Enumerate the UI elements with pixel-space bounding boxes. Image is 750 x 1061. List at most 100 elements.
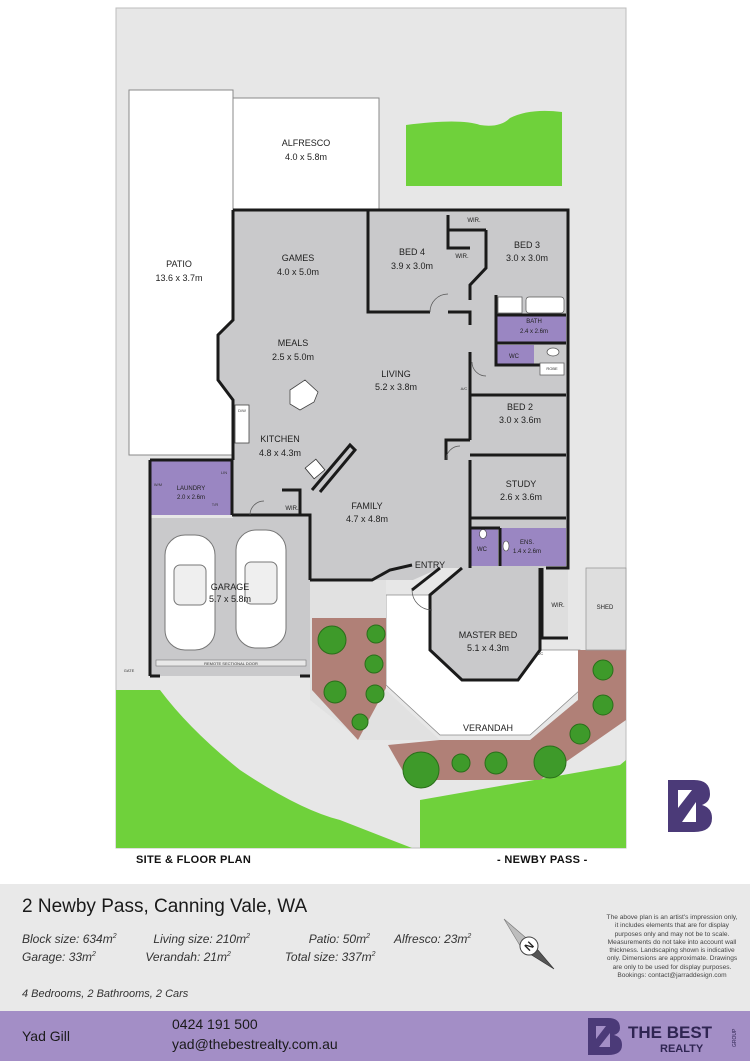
room-size-laundry: 2.0 x 2.6m xyxy=(177,495,205,501)
room-name-alfresco: ALFRESCO xyxy=(282,138,331,148)
agent-phone[interactable]: 0424 191 500 xyxy=(172,1016,258,1032)
walls xyxy=(148,208,570,682)
logo-sub: REALTY xyxy=(660,1043,704,1055)
room-size-alfresco: 4.0 x 5.8m xyxy=(285,152,327,162)
label-robe: ROBE xyxy=(546,366,558,371)
room-size-ens: 1.4 x 2.6m xyxy=(513,549,541,555)
room-name-family: FAMILY xyxy=(351,501,382,511)
room-size-kitchen: 4.8 x 4.3m xyxy=(259,448,301,458)
property-info-panel: 2 Newby Pass, Canning Vale, WA Block siz… xyxy=(0,884,750,1011)
brand-logo-icon xyxy=(668,780,712,832)
label-wir-master: WIR. xyxy=(551,603,565,609)
lawn-front-right xyxy=(420,760,626,848)
room-name-garage: GARAGE xyxy=(211,582,250,592)
room-size-bed2: 3.0 x 3.6m xyxy=(499,415,541,425)
plan-title: SITE & FLOOR PLAN xyxy=(136,854,252,866)
stat-patio: Patio: 50m2 xyxy=(308,932,370,946)
robe xyxy=(539,362,565,376)
room-size-patio: 13.6 x 3.7m xyxy=(155,273,202,283)
wc-floor xyxy=(496,345,534,365)
label-shed: SHED xyxy=(597,605,614,611)
logo-name: THE BEST xyxy=(628,1023,713,1042)
label-wir-bed4: WIR. xyxy=(455,254,469,260)
ens-floor xyxy=(500,528,566,566)
kitchen-bench xyxy=(234,404,250,444)
label-wc: WC xyxy=(509,354,520,360)
room-labels: ALFRESCO 4.0 x 5.8m PATIO 13.6 x 3.7m GA… xyxy=(124,138,614,733)
shower xyxy=(497,296,523,314)
room-name-living: LIVING xyxy=(381,369,411,379)
shed xyxy=(585,567,627,651)
basin-ens xyxy=(502,540,510,552)
room-name-study: STUDY xyxy=(506,479,537,489)
room-size-living: 5.2 x 3.8m xyxy=(375,382,417,392)
stat-total-size: Total size: 337m2 xyxy=(284,950,376,964)
kitchen-island xyxy=(289,379,319,411)
room-name-meals: MEALS xyxy=(278,338,309,348)
label-dw: D/W xyxy=(238,408,246,413)
stat-verandah: Verandah: 21m2 xyxy=(145,950,231,964)
basin xyxy=(546,347,560,357)
room-size-family: 4.7 x 4.8m xyxy=(346,514,388,524)
logo-group: GROUP xyxy=(732,1028,738,1047)
room-size-master: 5.1 x 4.3m xyxy=(467,643,509,653)
property-address: 2 Newby Pass, Canning Vale, WA xyxy=(22,896,308,917)
room-size-bath: 2.4 x 2.6m xyxy=(520,329,548,335)
north-compass-icon: N xyxy=(503,918,555,970)
stats-row-2: Garage: 33m2 Verandah: 21m2 Total size: … xyxy=(22,950,376,964)
room-name-bed3: BED 3 xyxy=(514,240,540,250)
stat-living-size: Living size: 210m2 xyxy=(153,932,250,946)
alfresco-area xyxy=(232,97,380,211)
car-left xyxy=(164,534,216,651)
room-size-bed4: 3.9 x 3.0m xyxy=(391,261,433,271)
agent-name: Yad Gill xyxy=(22,1028,70,1044)
room-size-bed3: 3.0 x 3.0m xyxy=(506,253,548,263)
patio-area xyxy=(128,89,234,456)
wir-master-floor xyxy=(542,568,568,638)
stat-alfresco: Alfresco: 23m2 xyxy=(394,932,472,946)
toilet-ens xyxy=(479,529,487,539)
disclaimer-text: The above plan is an artist's impression… xyxy=(606,914,738,980)
stat-garage: Garage: 33m2 xyxy=(22,950,96,964)
label-remote-door: REMOTE SECTIONAL DOOR xyxy=(204,661,258,666)
bath-floor xyxy=(496,315,566,343)
door-swings xyxy=(249,293,487,611)
garden-bed-right xyxy=(388,650,626,780)
house-floor xyxy=(218,210,568,580)
room-size-meals: 2.5 x 5.0m xyxy=(272,352,314,362)
agent-footer: Yad Gill 0424 191 500 yad@thebestrealty.… xyxy=(0,1011,750,1061)
label-wir-kitchen: WIR. xyxy=(285,506,299,512)
label-ac-master: A/C xyxy=(537,651,544,656)
label-gate: GATE xyxy=(124,668,135,673)
remote-door xyxy=(155,659,307,667)
agent-email[interactable]: yad@thebestrealty.com.au xyxy=(172,1036,338,1052)
room-name-bath: BATH xyxy=(526,319,542,325)
street-label: - NEWBY PASS - xyxy=(497,854,588,866)
label-tr: T/R xyxy=(212,502,219,507)
stats-row-1: Block size: 634m2 Living size: 210m2 Pat… xyxy=(22,932,471,946)
label-wir-bed3: WIR. xyxy=(467,218,481,224)
room-name-ens: ENS. xyxy=(520,540,534,546)
room-name-laundry: LAUNDRY xyxy=(177,486,206,492)
bathtub xyxy=(525,296,565,314)
laundry-floor xyxy=(150,460,232,515)
car-right xyxy=(235,529,287,649)
label-verandah: VERANDAH xyxy=(463,723,513,733)
room-name-kitchen: KITCHEN xyxy=(260,434,300,444)
label-wc-ens: WC xyxy=(477,547,488,553)
room-name-bed2: BED 2 xyxy=(507,402,533,412)
lawn-front-left xyxy=(116,690,412,848)
room-size-study: 2.6 x 3.6m xyxy=(500,492,542,502)
cooktop xyxy=(304,458,326,480)
lawn-back xyxy=(406,110,562,186)
room-size-garage: 5.7 x 5.8m xyxy=(209,594,251,604)
label-entry: ENTRY xyxy=(415,560,445,570)
label-linen: LIN xyxy=(221,470,227,475)
label-wm: W/M xyxy=(154,482,162,487)
realty-logo: THE BEST REALTY GROUP xyxy=(588,1018,738,1055)
stat-block-size: Block size: 634m2 xyxy=(22,932,117,946)
property-summary: 4 Bedrooms, 2 Bathrooms, 2 Cars xyxy=(22,988,189,1000)
room-name-master: MASTER BED xyxy=(459,630,518,640)
room-name-patio: PATIO xyxy=(166,259,192,269)
master-bed-floor xyxy=(430,568,540,680)
